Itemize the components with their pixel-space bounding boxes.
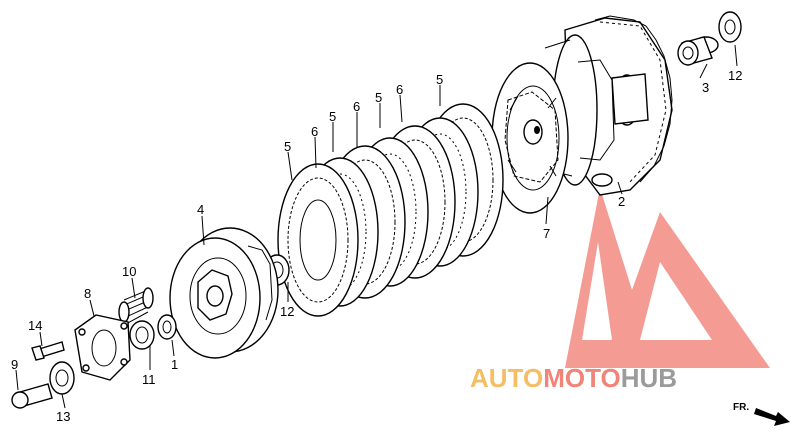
callout-labels: 3 12 2 7 5 6 5 6 5 6 5 12 4 10 8 11 1 14…	[11, 68, 742, 424]
part-washer-top	[718, 11, 742, 43]
callout-4: 4	[197, 202, 204, 217]
part-washer-1	[157, 314, 177, 340]
callout-2: 2	[618, 194, 625, 209]
callout-6-a: 6	[311, 124, 318, 139]
front-direction-marker: FR.	[733, 402, 790, 426]
part-pressure-plate	[169, 227, 279, 359]
front-direction-label: FR.	[733, 402, 749, 413]
part-collar	[677, 36, 719, 66]
callout-5-a: 5	[284, 139, 291, 154]
front-direction-arrow	[754, 408, 790, 426]
callout-3: 3	[702, 80, 709, 95]
watermark-moto: MOTO	[543, 363, 621, 393]
callout-5-d: 5	[436, 72, 443, 87]
watermark-logo-triangle	[565, 188, 770, 368]
watermark-auto: AUTO	[470, 363, 543, 393]
callout-5-b: 5	[329, 109, 336, 124]
watermark-wordmark: AUTOMOTOHUB	[470, 363, 677, 393]
watermark-logo	[565, 188, 770, 368]
part-bolt	[31, 341, 65, 361]
callout-1: 1	[171, 357, 178, 372]
part-bearing	[129, 320, 155, 350]
callout-12-top: 12	[728, 68, 742, 83]
leader-lines	[15, 44, 738, 409]
callout-9: 9	[11, 357, 18, 372]
callout-13: 13	[56, 409, 70, 424]
part-lifter-rod	[11, 383, 53, 409]
callout-6-b: 6	[353, 99, 360, 114]
callout-12-middle: 12	[280, 304, 294, 319]
part-bearing-small	[49, 361, 75, 395]
disc-stack	[277, 103, 504, 317]
part-clutch-center	[491, 62, 569, 214]
callout-6-c: 6	[396, 82, 403, 97]
callout-7: 7	[543, 226, 550, 241]
callout-10: 10	[122, 264, 136, 279]
callout-11: 11	[142, 372, 156, 387]
friction-disc-1	[277, 163, 359, 317]
callout-8: 8	[84, 286, 91, 301]
part-spring	[118, 287, 154, 325]
callout-14: 14	[28, 318, 42, 333]
callout-5-c: 5	[375, 90, 382, 105]
part-lifter-plate	[74, 314, 131, 381]
svg-text:AUTOMOTOHUB: AUTOMOTOHUB	[470, 363, 677, 393]
watermark-hub: HUB	[621, 363, 677, 393]
